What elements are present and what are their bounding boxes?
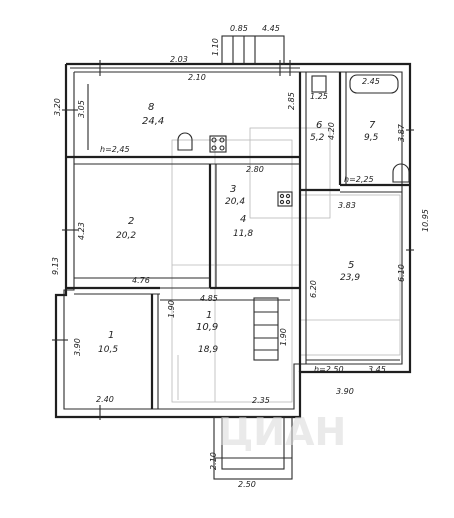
dim-2-50: 2.50 (238, 480, 256, 489)
dim-h-2-45: h=2,45 (100, 145, 130, 154)
room-7-number: 7 (369, 120, 376, 131)
dim-2-85: 2.85 (287, 92, 296, 110)
room-8-number: 8 (148, 102, 154, 113)
room-5-area: 23,9 (340, 273, 360, 283)
heater-icon (277, 191, 293, 207)
background-survey-lines (171, 127, 401, 403)
dim-3-05: 3.05 (77, 100, 86, 118)
dim-3-20: 3.20 (53, 98, 62, 116)
dim-3-45: 3.45 (368, 365, 386, 374)
room-3-number: 3 (230, 184, 236, 195)
stove-icon (209, 135, 227, 153)
dim-h-2-50: h=2,50 (314, 365, 344, 374)
dim-3-87: 3.87 (397, 123, 406, 142)
dim-1-90: 1.90 (167, 300, 176, 318)
dimension-lines (70, 67, 400, 361)
dim-2-40: 2.40 (96, 395, 114, 404)
room-1-number: 1 (108, 330, 114, 341)
top-stairs (221, 35, 285, 65)
interior-walls (66, 72, 410, 409)
dim-2-45: 2.45 (362, 77, 380, 86)
room-1b-number: 1 (206, 310, 212, 321)
windows (52, 60, 414, 420)
room-2-area: 20,2 (116, 231, 136, 241)
dim-6-10: 6.10 (397, 264, 406, 282)
room-8-area: 24,4 (142, 116, 164, 127)
sink-kitchen-icon (177, 132, 193, 151)
dim-6-20: 6.20 (309, 280, 318, 298)
room-1b-area: 18,9 (198, 345, 218, 355)
dim-4-23: 4.23 (77, 222, 86, 240)
room-4-area: 11,8 (233, 229, 253, 239)
room-10-9-label: 10,9 (196, 322, 218, 333)
room-4-number: 4 (240, 214, 246, 225)
bottom-porch (213, 416, 293, 480)
dim-3-90-bottom: 3.90 (336, 387, 354, 396)
dimension-labels: 0.85 4.45 1.10 2.03 2.10 3.20 3.05 h=2,4… (51, 24, 430, 489)
dim-4-20: 4.20 (327, 122, 336, 140)
dim-4-76: 4.76 (132, 276, 150, 285)
dim-3-83: 3.83 (338, 201, 356, 210)
room-labels: 8 24,4 6 5,2 7 9,5 2 20,2 3 20,4 4 11,8 … (98, 102, 379, 355)
dim-2-80: 2.80 (246, 165, 264, 174)
dim-2-10: 2.10 (188, 73, 206, 82)
dim-3-90: 3.90 (73, 338, 82, 356)
room-2-number: 2 (128, 216, 134, 227)
room-5-number: 5 (348, 260, 354, 271)
sink-icon (392, 163, 410, 183)
dim-9-13: 9.13 (51, 257, 60, 275)
internal-stair (253, 297, 279, 361)
dim-1-25: 1.25 (310, 92, 328, 101)
room-1-area: 10,5 (98, 345, 118, 355)
dim-4-45: 4.45 (262, 24, 280, 33)
dim-0-85: 0.85 (230, 24, 248, 33)
watermark: ЦИАН (218, 410, 346, 454)
toilet-icon (311, 75, 327, 93)
dim-2-03: 2.03 (170, 55, 188, 64)
dim-1-90b: 1.90 (279, 328, 288, 346)
room-6-area: 5,2 (310, 133, 325, 143)
outer-walls (54, 62, 412, 419)
dim-4-85: 4.85 (200, 294, 218, 303)
dim-10-95: 10.95 (421, 209, 430, 232)
dim-2-35: 2.35 (252, 396, 270, 405)
dim-h-2-25: h=2,25 (344, 175, 374, 184)
room-7-area: 9,5 (364, 133, 379, 143)
room-6-number: 6 (316, 120, 322, 131)
room-3-area: 20,4 (225, 197, 245, 207)
dim-1-10: 1.10 (211, 38, 220, 56)
dim-2-10-porch: 2.10 (209, 452, 218, 470)
bathtub-icon (349, 74, 399, 94)
